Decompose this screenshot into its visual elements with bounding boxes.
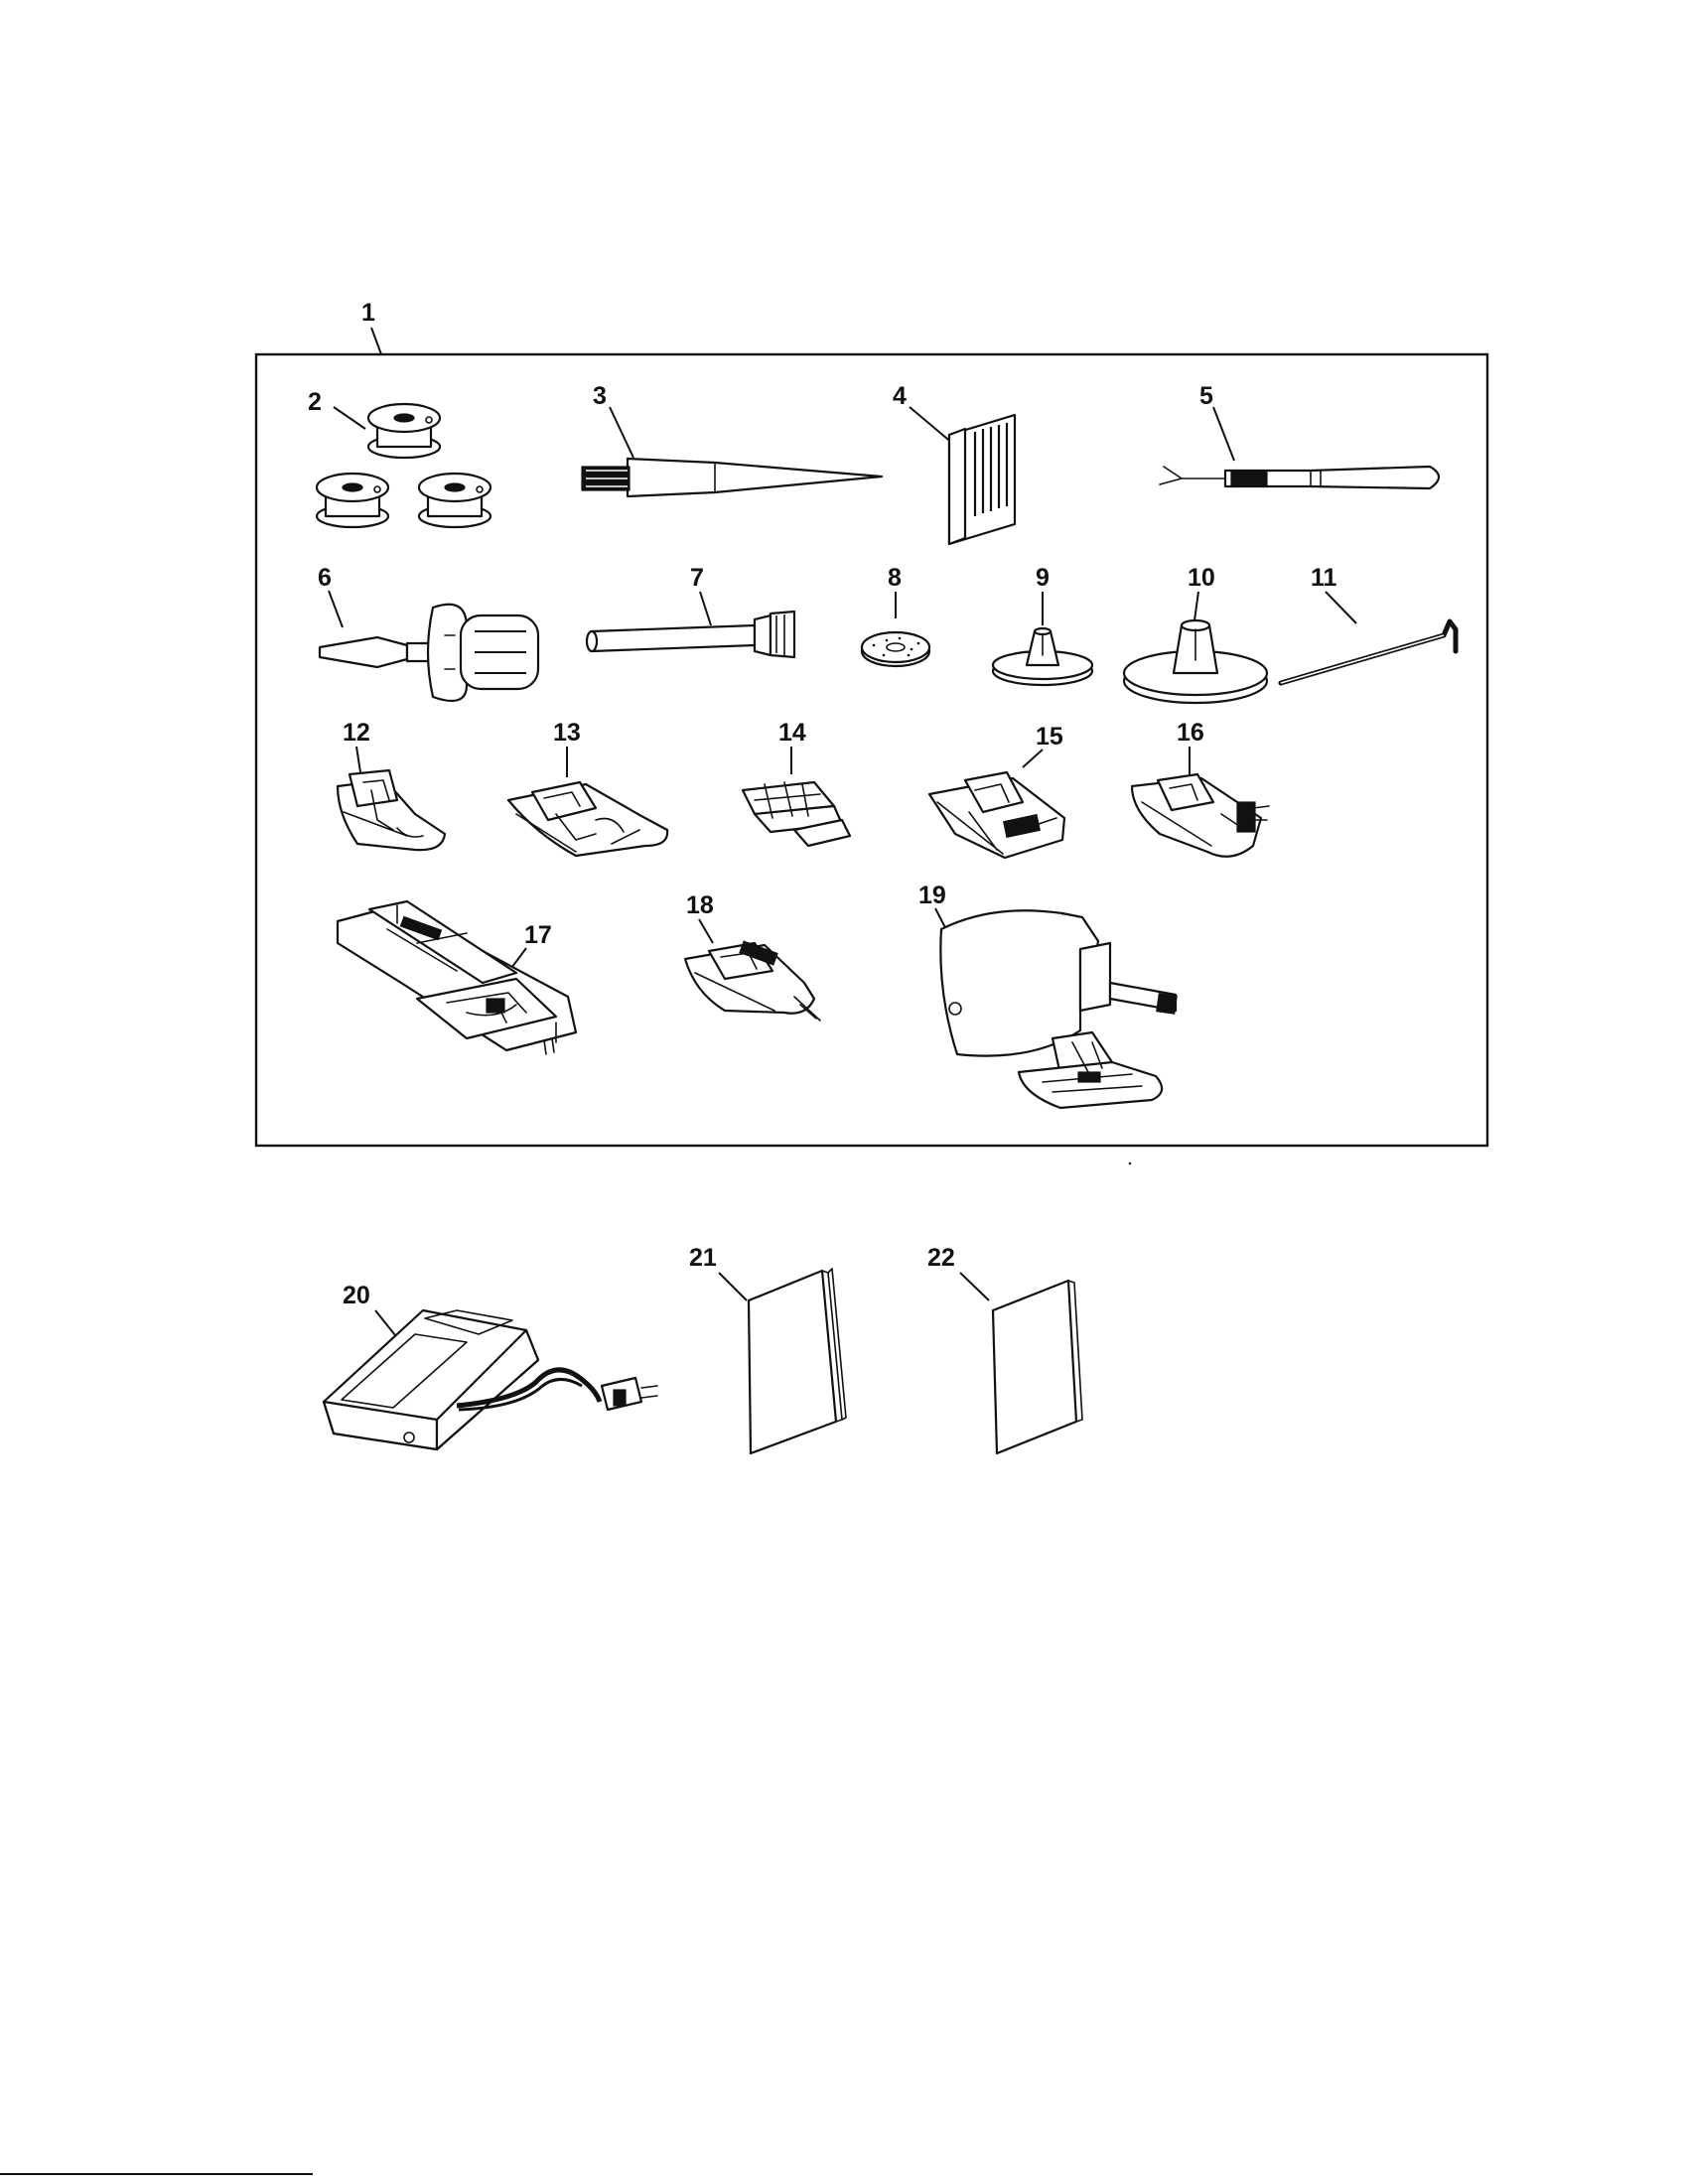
- label-22: 22: [927, 1244, 955, 1272]
- presser-foot-18-illustration: [683, 940, 821, 1022]
- label-16: 16: [1177, 719, 1204, 747]
- bobbin: [315, 472, 390, 529]
- spool-pin-illustration: [585, 610, 796, 659]
- label-1: 1: [361, 299, 375, 327]
- label-3: 3: [593, 382, 607, 410]
- presser-foot-15-illustration: [927, 770, 1066, 860]
- label-19: 19: [918, 882, 946, 909]
- part-labels: 1 2 3 4 5 6 7 8 9 10 11 12 13 14 15 16 1…: [308, 299, 1337, 1309]
- label-13: 13: [553, 719, 581, 747]
- walking-foot-illustration: [939, 909, 1178, 1110]
- foot-controller-illustration: [322, 1308, 658, 1451]
- presser-foot-13-illustration: [506, 780, 669, 858]
- needle-case-illustration: [947, 413, 1017, 546]
- label-20: 20: [343, 1282, 370, 1309]
- large-spool-cap-illustration: [1122, 618, 1269, 705]
- bent-wire-illustration: [1278, 618, 1459, 686]
- instruction-manual-illustration: [747, 1268, 847, 1455]
- label-15: 15: [1036, 723, 1063, 751]
- felt-washer-illustration: [860, 630, 931, 668]
- label-17: 17: [524, 921, 552, 949]
- lint-brush-illustration: [581, 457, 884, 498]
- buttonhole-foot-illustration: [336, 899, 578, 1055]
- label-14: 14: [778, 719, 806, 747]
- label-4: 4: [893, 382, 907, 410]
- accessory-kit-frame: [254, 352, 1489, 1148]
- presser-foot-16-illustration: [1130, 772, 1270, 858]
- leaflet-illustration: [991, 1279, 1083, 1455]
- presser-foot-14-illustration: [741, 780, 852, 848]
- label-12: 12: [343, 719, 370, 747]
- label-2: 2: [308, 388, 322, 416]
- bobbin: [366, 402, 442, 460]
- label-18: 18: [686, 891, 714, 919]
- seam-ripper-illustration: [1159, 465, 1441, 490]
- small-spool-cap-illustration: [991, 626, 1094, 687]
- speck: [1128, 1161, 1132, 1165]
- presser-foot-12-illustration: [336, 768, 447, 852]
- label-11: 11: [1311, 564, 1337, 592]
- label-8: 8: [888, 564, 902, 592]
- screwdriver-illustration: [318, 603, 540, 703]
- label-5: 5: [1199, 382, 1213, 410]
- label-21: 21: [689, 1244, 717, 1272]
- label-7: 7: [690, 564, 704, 592]
- bobbins-illustration: [315, 402, 492, 529]
- leader-lines: [328, 327, 1357, 1336]
- label-6: 6: [318, 564, 332, 592]
- label-10: 10: [1188, 564, 1215, 592]
- label-9: 9: [1036, 564, 1050, 592]
- bobbin: [417, 472, 492, 529]
